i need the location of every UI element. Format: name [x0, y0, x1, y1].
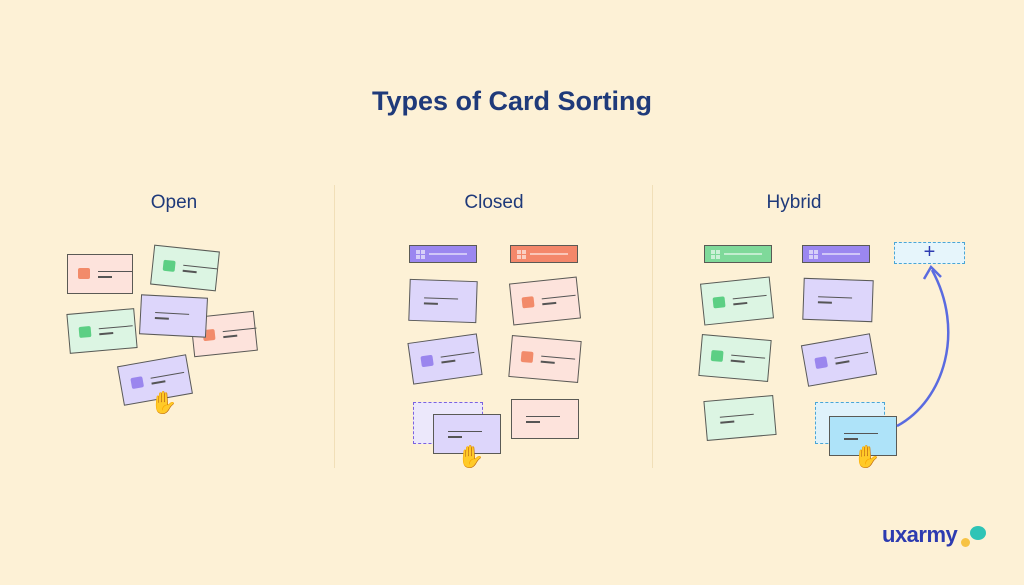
hand-cursor-icon: ✋: [457, 444, 485, 469]
divider: [652, 185, 653, 468]
header-text-line: [429, 253, 467, 255]
card-text-line: [448, 430, 482, 433]
category-header: [802, 245, 870, 263]
page-title: Types of Card Sorting: [371, 86, 653, 116]
logo-dot: [970, 526, 986, 540]
header-text-line: [822, 253, 860, 255]
column-label-open: Open: [150, 192, 198, 213]
grid-icon: [517, 250, 526, 259]
card: [433, 414, 501, 454]
card-text-line: [98, 276, 112, 278]
category-header: [409, 245, 477, 263]
add-category-placeholder: +: [894, 242, 965, 264]
card: [829, 416, 897, 456]
hand-cursor-icon: ✋: [853, 444, 881, 469]
card-text-line: [448, 436, 462, 438]
logo-dot: [961, 538, 970, 547]
grid-icon: [809, 250, 818, 259]
column-label-closed: Closed: [464, 192, 524, 213]
image-icon: [78, 268, 90, 279]
card: [511, 399, 579, 439]
grid-icon: [416, 250, 425, 259]
hand-cursor-icon: ✋: [150, 390, 178, 415]
card-text-line: [526, 415, 560, 418]
card-text-line: [844, 432, 878, 435]
header-text-line: [724, 253, 762, 255]
card-text-line: [98, 270, 132, 273]
uxarmy-logo: uxarmy: [882, 522, 958, 547]
arrow-curve: [896, 269, 950, 428]
grid-icon: [711, 250, 720, 259]
card: [67, 254, 133, 294]
column-label-hybrid: Hybrid: [766, 192, 822, 213]
card-text-line: [526, 421, 540, 423]
card-text-line: [844, 438, 858, 440]
arrow-head-icon: [922, 264, 942, 280]
divider: [334, 185, 335, 468]
category-header: [510, 245, 578, 263]
category-header: [704, 245, 772, 263]
header-text-line: [530, 253, 568, 255]
